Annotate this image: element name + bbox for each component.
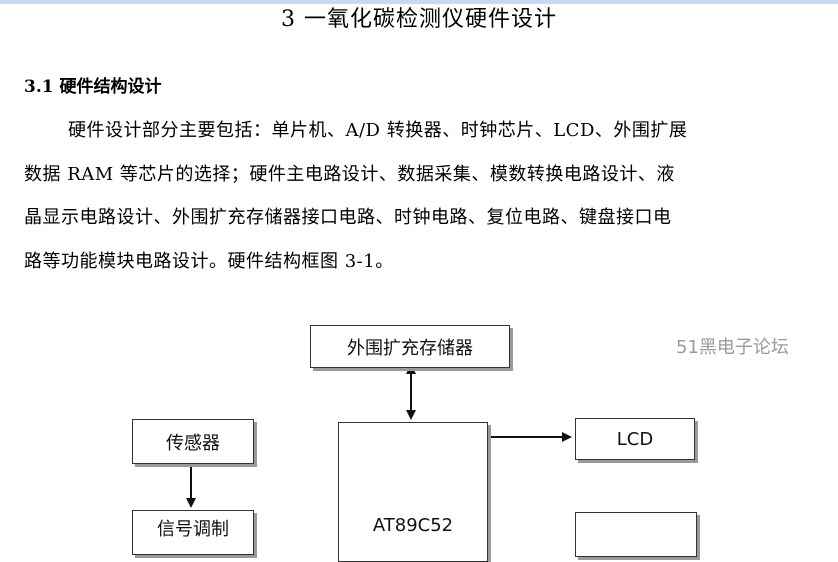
page-title: 3 一氧化碳检测仪硬件设计 — [281, 7, 557, 32]
mcu-box: AT89C52 — [338, 422, 488, 562]
memory-box: 外围扩充存储器 — [310, 325, 510, 368]
sensor-box: 传感器 — [132, 419, 254, 464]
watermark: 51黑电子论坛 — [676, 337, 789, 358]
hardware-block-diagram: 外围扩充存储器 传感器 LCD 信号调制 AT89C52 51黑电子论坛 — [132, 325, 789, 562]
paragraph-line: 硬件设计部分主要包括：单片机、A/D 转换器、时钟芯片、LCD、外围扩展 — [68, 120, 688, 141]
signal-modulation-box: 信号调制 — [132, 510, 254, 555]
paragraph-line: 路等功能模块电路设计。硬件结构框图 3-1。 — [24, 250, 394, 272]
body-paragraph: 硬件设计部分主要包括：单片机、A/D 转换器、时钟芯片、LCD、外围扩展 数据 … — [24, 109, 814, 283]
paragraph-line: 数据 RAM 等芯片的选择；硬件主电路设计、数据采集、模数转换电路设计、液 — [24, 163, 675, 185]
lcd-box: LCD — [575, 418, 695, 460]
section-heading: 3.1 硬件结构设计 — [24, 77, 162, 97]
top-border — [0, 0, 838, 4]
diagram-connectors — [186, 364, 572, 508]
paragraph-line: 晶显示电路设计、外围扩充存储器接口电路、时钟电路、复位电路、键盘接口电 — [24, 207, 672, 228]
right-bottom-box — [575, 512, 697, 557]
